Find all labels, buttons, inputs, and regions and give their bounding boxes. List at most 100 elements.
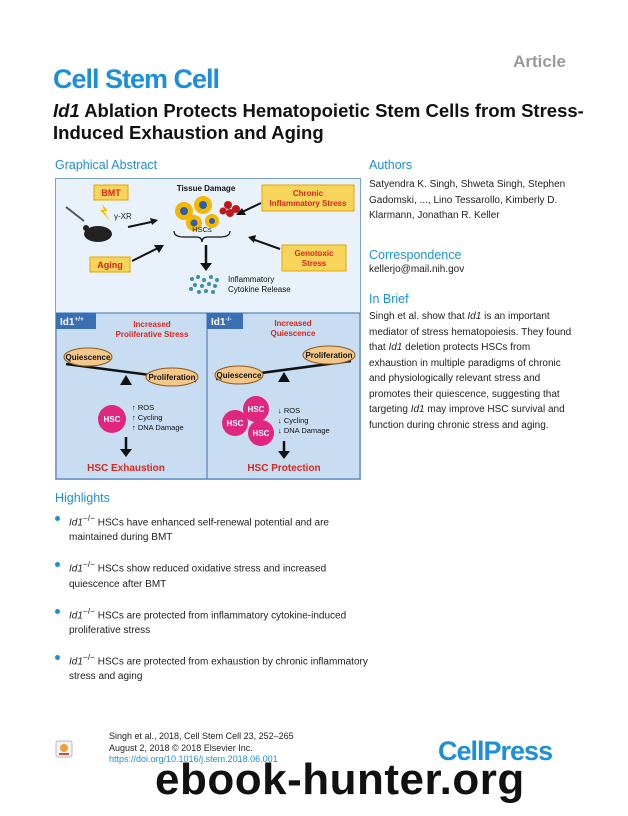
ko-hsc-1: HSC — [248, 405, 265, 414]
up-arrow-icon: ↑ — [132, 413, 138, 422]
article-title: Id1 Ablation Protects Hematopoietic Stem… — [53, 100, 593, 144]
ko-proliferation: Proliferation — [305, 351, 352, 360]
citation-line-1: Singh et al., 2018, Cell Stem Cell 23, 2… — [109, 731, 294, 741]
up-arrow-icon: ↑ — [132, 423, 138, 432]
article-type-label: Article — [513, 52, 566, 71]
ko-cycling: ↓ Cycling — [278, 416, 308, 425]
arrow-head-icon — [154, 245, 164, 253]
highlight-text: HSCs are protected from inflammatory cyt… — [69, 609, 347, 636]
genotoxic-label-2: Stress — [302, 259, 327, 268]
ko-hsc-cluster — [222, 396, 274, 446]
bmt-label: BMT — [101, 188, 121, 198]
arrow-head-icon — [248, 235, 256, 243]
highlight-text: HSCs show reduced oxidative stress and i… — [69, 563, 327, 590]
brief-part: may improve HSC survival and function du… — [369, 404, 565, 431]
wildtype-genotype: Id1+/+ — [60, 316, 84, 328]
wt-proliferation-oval — [145, 367, 199, 387]
brief-part: is an important mediator of stress hemat… — [369, 311, 572, 353]
graphical-abstract-svg: BMT γ-XR Tissue Damage HSCs Chronic — [55, 184, 361, 480]
wt-quiescence-oval — [63, 347, 113, 367]
highlight-item: Id1−/− HSCs are protected from inflammat… — [55, 604, 375, 638]
ko-ros: ↓ ROS — [278, 406, 300, 415]
wt-outcome: HSC Exhaustion — [87, 463, 165, 474]
wt-quiescence: Quiescence — [66, 353, 111, 362]
knockout-tag — [207, 313, 243, 329]
hsc-brace — [173, 230, 231, 243]
radiation-bolt-icon — [100, 204, 110, 221]
ko-sup: -/- — [225, 316, 231, 323]
mouse-ear-icon — [83, 225, 89, 231]
title-gene: Id1 — [53, 100, 80, 121]
arrow-head-icon — [120, 449, 132, 457]
ko-hsc-3: HSC — [253, 429, 270, 438]
cytokine-label-2: Cytokine Release — [228, 285, 291, 294]
journal-name: Cell Stem Cell — [53, 64, 220, 94]
cellpress-logo: CellPress — [438, 736, 553, 766]
ko-quiescence: Quiescence — [217, 371, 262, 380]
syringe-icon — [65, 206, 85, 222]
arrow-head-icon — [150, 218, 158, 225]
highlight-gene: Id1 — [69, 609, 83, 621]
highlights-heading: Highlights — [55, 491, 110, 505]
ko-gene: Id1 — [211, 317, 226, 328]
authors-heading: Authors — [369, 158, 413, 172]
wt-fulcrum — [120, 375, 132, 385]
graphical-abstract-figure: BMT γ-XR Tissue Damage HSCs Chronic — [55, 178, 361, 480]
doi-link[interactable]: https://doi.org/10.1016/j.stem.2018.06.0… — [109, 754, 278, 764]
wt-sup: +/+ — [74, 316, 84, 323]
highlight-item: Id1−/− HSCs are protected from exhaustio… — [55, 650, 375, 684]
damaged-hscs-icon — [175, 196, 219, 231]
wt-head-2: Proliferative Stress — [116, 330, 189, 339]
check-for-updates-icon[interactable] — [55, 740, 73, 758]
highlight-sup: −/− — [82, 651, 95, 662]
highlight-text: HSCs have enhanced self-renewal potentia… — [69, 517, 329, 544]
aging-label: Aging — [97, 260, 123, 270]
ko-outcome: HSC Protection — [247, 463, 320, 474]
highlight-sup: −/− — [82, 513, 95, 523]
brief-gene: Id1 — [467, 311, 482, 322]
in-brief-text: Singh et al. show that Id1 is an importa… — [369, 309, 579, 433]
watermark-text: ebook-hunter.org — [155, 755, 525, 804]
bullet-icon — [55, 562, 60, 568]
bullet-icon — [55, 654, 60, 660]
up-arrow-icon: ↑ — [132, 403, 138, 412]
highlight-sup: −/− — [82, 559, 95, 570]
wt-proliferation: Proliferation — [148, 373, 195, 382]
in-brief-heading: In Brief — [369, 292, 409, 306]
ko-hsc-2: HSC — [227, 419, 244, 428]
highlight-gene: Id1 — [69, 563, 83, 575]
wt-head-1: Increased — [133, 320, 170, 329]
knockout-genotype: Id1-/- — [211, 316, 232, 328]
graphical-abstract-heading: Graphical Abstract — [55, 158, 158, 172]
highlight-sup: −/− — [82, 605, 95, 616]
title-text: Ablation Protects Hematopoietic Stem Cel… — [53, 100, 584, 143]
wt-dna-damage: ↑ DNA Damage — [132, 423, 184, 432]
genotoxic-box — [281, 244, 347, 272]
arrow-head-icon — [278, 451, 290, 459]
correspondence-heading: Correspondence — [369, 248, 462, 262]
arrow-genotoxic — [251, 238, 281, 250]
wildtype-tag — [56, 313, 96, 329]
bullet-icon — [55, 608, 60, 614]
arrow-head-icon — [200, 263, 212, 271]
chronic-stress-box — [261, 184, 355, 212]
highlight-item: Id1−/− HSCs have enhanced self-renewal p… — [55, 511, 375, 545]
wt-cycling: ↑ Cycling — [132, 413, 162, 422]
highlight-gene: Id1 — [69, 517, 83, 529]
wildtype-panel — [55, 312, 208, 480]
bmt-box — [93, 184, 129, 201]
down-arrow-icon: ↓ — [278, 406, 284, 415]
citation-line-2: August 2, 2018 © 2018 Elsevier Inc. — [109, 742, 253, 753]
arrow-aging — [131, 246, 161, 262]
ko-dna-damage: ↓ DNA Damage — [278, 426, 330, 435]
hscs-label: HSCs — [192, 225, 212, 234]
ko-quiescence-oval — [214, 365, 264, 385]
chronic-label-1: Chronic — [293, 189, 324, 198]
tissue-damage-label: Tissue Damage — [177, 184, 236, 193]
brief-part: deletion protects HSCs from exhaustion i… — [369, 342, 561, 415]
correspondence-email[interactable]: kellerjo@mail.nih.gov — [369, 264, 465, 275]
mouse-icon — [84, 226, 112, 242]
bullet-icon — [55, 516, 60, 521]
citation: Singh et al., 2018, Cell Stem Cell 23, 2… — [109, 731, 294, 766]
highlight-item: Id1−/− HSCs show reduced oxidative stres… — [55, 557, 375, 591]
